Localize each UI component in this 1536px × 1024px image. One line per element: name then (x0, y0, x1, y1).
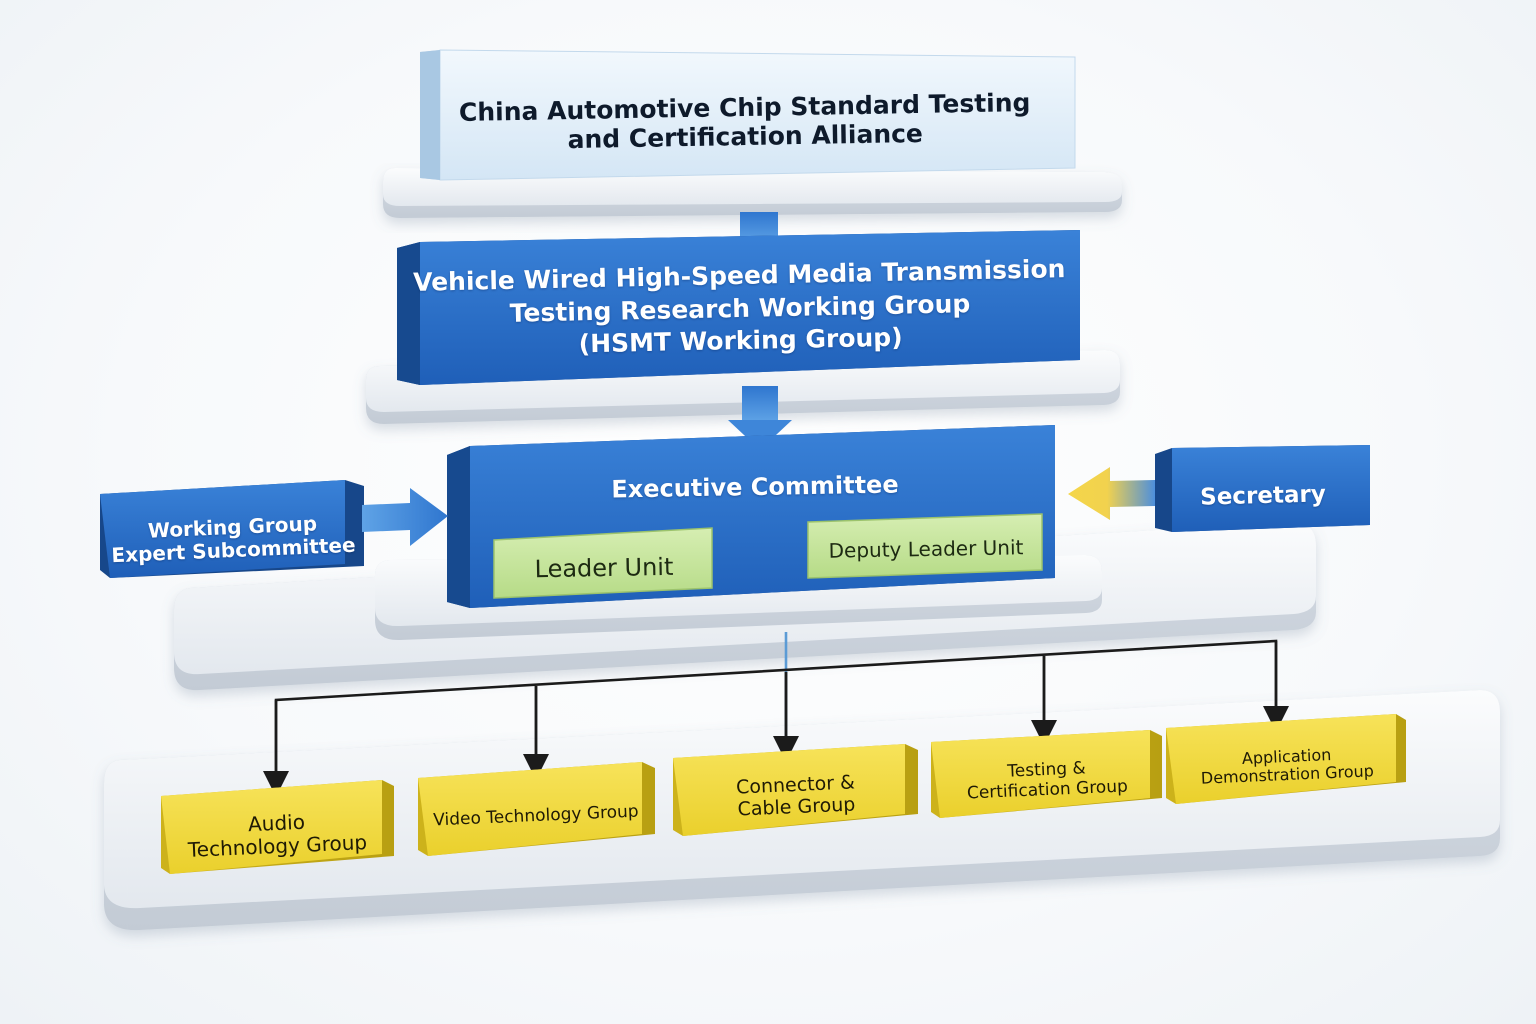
top-plinth (383, 168, 1122, 218)
group-label-testing: Testing & Certification Group (966, 758, 1129, 804)
secretary-box (1155, 445, 1370, 532)
group-label-video: Video Technology Group (432, 801, 640, 831)
leader-unit-label: Leader Unit (534, 552, 674, 584)
group-box-testing (931, 730, 1162, 818)
group-box-video (418, 762, 655, 856)
deputy-leader-box (807, 513, 1043, 579)
group-label-connector: Connector & Cable Group (735, 771, 856, 821)
expert-subcommittee-label: Working Group Expert Subcommittee (110, 511, 356, 568)
hsmt-box (397, 230, 1080, 385)
connector-tree (263, 632, 1289, 797)
expert-subcommittee-box (100, 480, 364, 578)
down-arrow-executive (728, 386, 792, 450)
alliance-label: China Automotive Chip Standard Testing a… (458, 88, 1031, 155)
arrow-secretary-to-executive (1068, 467, 1155, 520)
group-box-connector (673, 744, 918, 836)
group-box-audio (161, 780, 394, 874)
secretary-label: Secretary (1199, 481, 1327, 511)
group-label-audio: Audio Technology Group (187, 809, 368, 862)
leader-unit-box (493, 527, 713, 599)
hsmt-working-group-label: Vehicle Wired High-Speed Media Transmiss… (412, 254, 1066, 359)
group-label-application: Application Demonstration Group (1200, 744, 1375, 788)
arrow-expert-to-executive (362, 488, 448, 546)
alliance-box (420, 49, 1076, 181)
group-box-application (1166, 714, 1406, 804)
deputy-leader-unit-label: Deputy Leader Unit (828, 534, 1024, 563)
